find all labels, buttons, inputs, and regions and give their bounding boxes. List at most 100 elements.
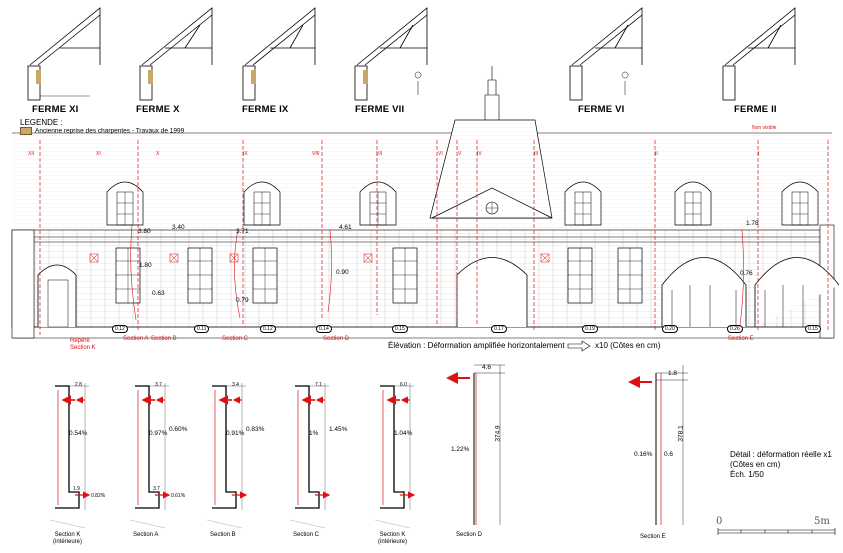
section-profile: [49, 383, 91, 529]
dormer: [106, 181, 144, 226]
section-d-height-dim: 374.9: [494, 425, 502, 442]
base-dim: 0.12: [260, 325, 276, 333]
dormer-windows: [106, 181, 819, 226]
section-e-pct: 0.16%: [634, 451, 653, 458]
base-dim: 0.15: [805, 325, 821, 333]
roman-mark: X: [156, 151, 160, 157]
section-pct: 0.97%: [149, 430, 168, 437]
ground-window: [252, 247, 278, 304]
elevation-dim: 0.79: [236, 297, 249, 304]
elevation-dim: 1.80: [139, 262, 152, 269]
ground-window: [392, 247, 418, 304]
section-top-dim: 2.8: [75, 382, 82, 388]
ferme-x-drawing: [139, 7, 213, 101]
section-profile: [289, 383, 331, 529]
roman-mark: XI: [96, 151, 101, 157]
roman-mark: IX: [243, 151, 248, 157]
section-pct-secondary: 0.83%: [246, 426, 265, 433]
section-marker: Section E: [728, 336, 754, 342]
dormer: [243, 181, 281, 226]
base-dim: 0.26: [727, 325, 743, 333]
ground-windows: [115, 247, 643, 304]
section-profile: [374, 383, 416, 529]
elevation-dim: 0.90: [336, 269, 349, 276]
section-d-label: Section D: [456, 532, 483, 538]
base-dim: 0.15: [392, 325, 408, 333]
base-dim: 0.17: [491, 325, 507, 333]
roman-mark: VI: [438, 151, 443, 157]
base-dim: 0.19: [582, 325, 598, 333]
section-profiles: [49, 383, 416, 529]
ferme-xi-label: FERME XI: [32, 104, 79, 115]
elevation-dim: 3.80: [138, 228, 151, 235]
ferme-vi-label: FERME VI: [578, 104, 625, 115]
elevation-dim: 0.76: [740, 270, 753, 277]
section-label: Section B: [210, 532, 236, 538]
ferme-x-label: FERME X: [136, 104, 180, 115]
ferme-xi-drawing: [27, 7, 101, 101]
section-base-dim: 1.9: [73, 486, 80, 492]
roman-mark: VIII: [312, 151, 320, 157]
dormer: [359, 181, 397, 226]
elevation-dim: 1.78: [746, 220, 759, 227]
ground-window: [567, 247, 593, 304]
section-marker: Section D: [323, 336, 350, 342]
elevation-drawing: [11, 66, 840, 339]
deformation-lines: [39, 140, 829, 335]
section-base-pct: 0.61%: [171, 493, 186, 499]
non-visible-label: Non visible: [752, 125, 777, 131]
legend-item: Ancienne reprise des charpentes - Travau…: [20, 127, 184, 135]
scale-end: 5m: [814, 516, 830, 527]
ferme-vi-drawing: [569, 7, 643, 101]
section-label: Section K (intérieure): [378, 532, 408, 545]
section-base-pct: 0.82%: [91, 493, 106, 499]
ferme-ix-label: FERME IX: [242, 104, 289, 115]
section-pct: 1.04%: [394, 430, 413, 437]
base-dim: 0.12: [112, 325, 128, 333]
dormer: [781, 181, 819, 226]
section-profile: [129, 383, 171, 529]
legend-swatch: [20, 127, 32, 135]
roman-mark: VII: [376, 151, 383, 157]
scale-bar: [717, 528, 836, 535]
ground-window: [187, 247, 213, 304]
section-top-dim: 7.1: [315, 382, 322, 388]
scale-start: 0: [716, 516, 723, 527]
section-label: Section A: [133, 532, 159, 538]
x-markers: [89, 253, 550, 263]
base-dim: 0.20: [662, 325, 678, 333]
ferme-ii-drawing: [722, 7, 796, 101]
scale-caption: x10 (Côtes en cm): [595, 341, 661, 350]
section-marker: Section A: [123, 336, 149, 342]
deformation-curves: [130, 224, 744, 326]
ground-window: [115, 247, 141, 304]
elevation-dim: 3.40: [172, 224, 185, 231]
roman-mark: III: [534, 151, 539, 157]
section-marker: Repère Section K: [70, 338, 96, 351]
section-e-profile: [628, 365, 688, 525]
ferme-vii-label: FERME VII: [355, 104, 405, 115]
detail-line-2: (Côtes en cm): [730, 460, 781, 469]
section-e-label: Section E: [640, 534, 666, 540]
dormer: [564, 181, 602, 226]
base-dim: 0.14: [316, 325, 332, 333]
section-pct-secondary: 0.60%: [169, 426, 188, 433]
section-pct: 0.54%: [69, 430, 88, 437]
detail-line-1: Détail : déformation réelle x1: [730, 450, 832, 459]
section-d-top-dim: 4.6: [482, 364, 492, 371]
elevation-dim: 3.71: [236, 228, 249, 235]
section-e-top-dim: 1.8: [668, 370, 678, 377]
section-marker: Section C: [222, 336, 249, 342]
section-profile: [206, 383, 248, 529]
roman-mark: I: [758, 151, 760, 157]
ferme-ix-drawing: [242, 7, 316, 101]
roman-mark: XII: [28, 151, 35, 157]
ferme-vii-drawing: [354, 7, 428, 101]
section-d-pct: 1.22%: [451, 446, 470, 453]
caption-arrow: [567, 340, 591, 352]
elevation-dim: 0.63: [152, 290, 165, 297]
section-label: Section K (intérieure): [53, 532, 83, 545]
section-top-dim: 6.0: [400, 382, 407, 388]
legend-item-label: Ancienne reprise des charpentes - Travau…: [35, 127, 185, 135]
